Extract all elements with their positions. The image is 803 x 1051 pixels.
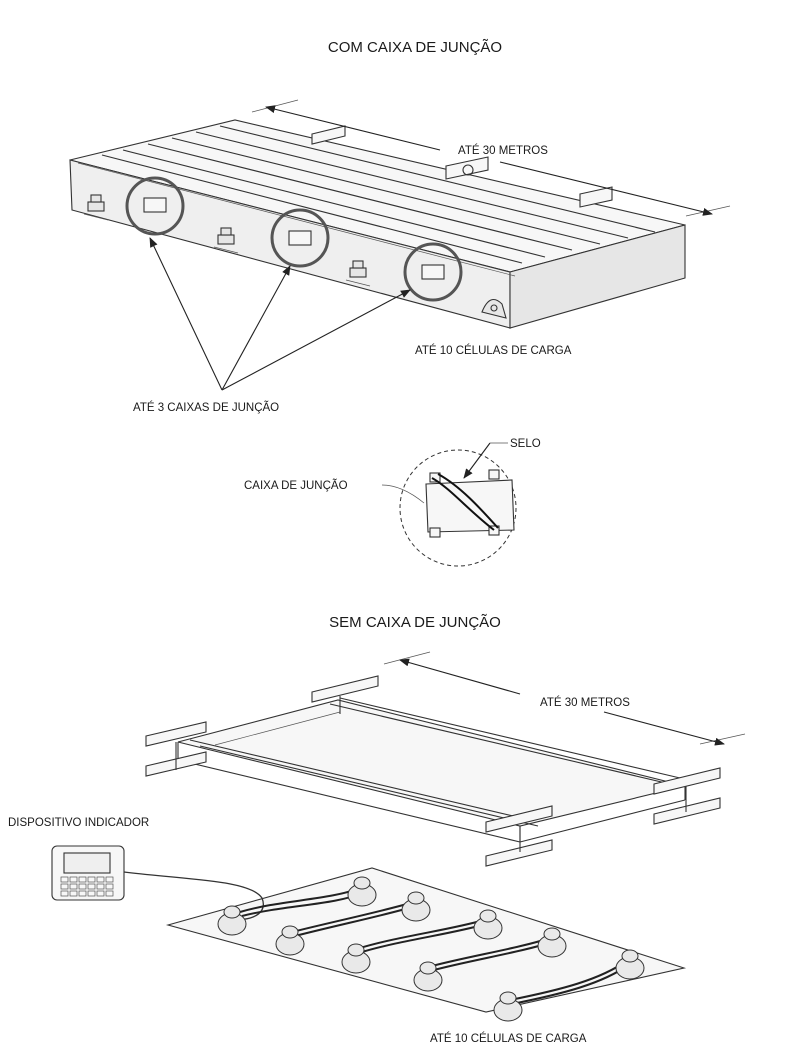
load-cell [615, 949, 645, 980]
load-cell-cables [123, 871, 631, 1005]
load-cell-mount-1 [83, 194, 109, 221]
load-cell [401, 891, 431, 922]
junction-box-detail-label: CAIXA DE JUNÇÃO [244, 479, 348, 492]
load-cell-mount-2 [213, 227, 239, 254]
seal-label: SELO [510, 438, 541, 450]
junction-box-1 [125, 176, 185, 236]
load-cell-mount-4 [481, 298, 507, 319]
load-cell [537, 927, 567, 958]
load-cell [341, 943, 371, 974]
load-cell-base-plate [165, 867, 687, 1013]
load-cell [347, 876, 377, 907]
indicator-keypad [60, 876, 114, 897]
junction-box-arrows [149, 237, 411, 391]
load-cell [413, 961, 443, 992]
load-cells [217, 876, 645, 1022]
indicator-device [51, 845, 125, 901]
platform-frame [145, 675, 721, 867]
junction-box-3 [403, 242, 463, 302]
bottom-cells-label: ATÉ 10 CÉLULAS DE CARGA [430, 1032, 587, 1045]
load-cell [493, 991, 523, 1022]
load-cell [275, 925, 305, 956]
bottom-title: SEM CAIXA DE JUNÇÃO [329, 614, 501, 631]
junction-box-2 [270, 208, 330, 268]
load-cell [217, 905, 247, 936]
load-cell [473, 909, 503, 940]
junction-box-detail [381, 442, 517, 567]
bottom-length-dimension [383, 651, 746, 746]
top-length-label: ATÉ 30 METROS [458, 144, 548, 157]
platform-with-junction-box [69, 119, 686, 329]
top-title: COM CAIXA DE JUNÇÃO [328, 39, 502, 56]
indicator-label: DISPOSITIVO INDICADOR [8, 817, 149, 829]
top-cells-label: ATÉ 10 CÉLULAS DE CARGA [415, 344, 572, 357]
top-length-dimension [251, 99, 731, 217]
load-cell-mount-3 [345, 260, 371, 287]
bottom-length-label: ATÉ 30 METROS [540, 696, 630, 709]
junction-boxes-label: ATÉ 3 CAIXAS DE JUNÇÃO [133, 401, 279, 414]
